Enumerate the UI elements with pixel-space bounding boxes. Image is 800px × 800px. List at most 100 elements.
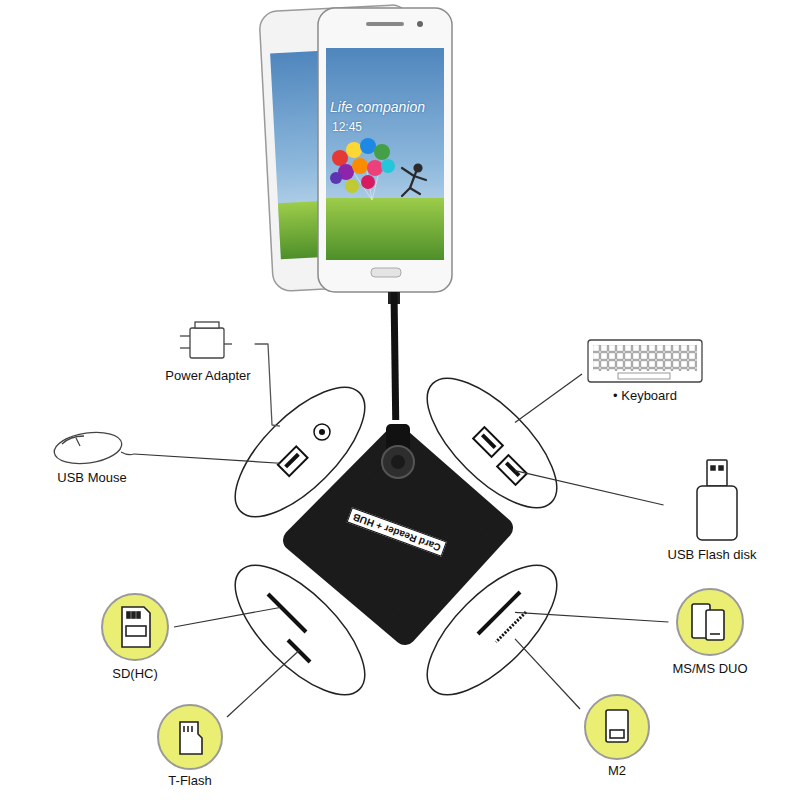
tflash-card-icon bbox=[180, 722, 202, 754]
phone: Life companion 12:45 bbox=[318, 8, 452, 292]
tflash-card-icon bbox=[180, 722, 202, 754]
m2-card-icon bbox=[606, 710, 628, 742]
hub-ports bbox=[278, 446, 308, 476]
tflash-card: T-Flash bbox=[153, 703, 227, 790]
screen-text: Life companion bbox=[330, 100, 425, 115]
sd-card-icon bbox=[127, 612, 130, 618]
device-label: USB Flash disk bbox=[668, 547, 757, 562]
hub-ports bbox=[270, 600, 304, 634]
m2-card-icon bbox=[610, 730, 624, 738]
device-label: • Keyboard bbox=[613, 388, 677, 403]
mouse-icon bbox=[52, 428, 134, 467]
screen-text: 12:45 bbox=[332, 120, 362, 135]
hub-ports bbox=[497, 455, 527, 485]
balloons bbox=[361, 175, 375, 189]
tflash-card-icon bbox=[187, 726, 189, 732]
card-circles bbox=[585, 695, 649, 759]
hub-ports bbox=[505, 462, 521, 478]
balloons bbox=[332, 150, 348, 166]
balloons bbox=[367, 160, 383, 176]
balloons bbox=[330, 172, 342, 184]
front-phone bbox=[326, 198, 444, 260]
flash-disk-icon bbox=[711, 466, 715, 470]
keyboard-icon bbox=[588, 340, 702, 382]
power-plug-icon bbox=[180, 322, 232, 358]
usb-flash-disk: USB Flash disk bbox=[664, 455, 761, 564]
mouse-icon bbox=[121, 452, 134, 455]
hub-body bbox=[294, 436, 502, 634]
card-circles bbox=[102, 589, 743, 769]
hub-ports bbox=[284, 453, 300, 469]
leader-line bbox=[515, 612, 668, 622]
leader-line bbox=[227, 650, 300, 717]
power-plug-icon bbox=[190, 328, 224, 358]
leader-line bbox=[134, 454, 280, 463]
cable-strain-relief bbox=[391, 455, 405, 469]
front-phone bbox=[371, 268, 401, 277]
jumping-person bbox=[410, 188, 420, 194]
flash-disk-icon bbox=[707, 460, 727, 486]
usb-mouse: USB Mouse bbox=[50, 428, 134, 487]
usb-cable bbox=[394, 292, 396, 420]
mouse-icon bbox=[62, 436, 84, 444]
keyboard-icon bbox=[588, 340, 702, 382]
front-phone bbox=[318, 8, 452, 292]
sd-card-icon bbox=[132, 612, 135, 618]
jumping-person bbox=[414, 176, 426, 180]
cable-strain-relief bbox=[382, 446, 414, 478]
flash-disk-icon bbox=[697, 460, 737, 540]
flash-disk-icon bbox=[719, 466, 723, 470]
front-phone bbox=[318, 8, 452, 292]
ms-card: MS/MS DUO bbox=[668, 587, 751, 678]
mouse-icon bbox=[76, 438, 80, 446]
jumping-person bbox=[415, 165, 422, 172]
hub-ports bbox=[480, 598, 518, 636]
keyboard: • Keyboard bbox=[582, 336, 708, 405]
hub-ports bbox=[268, 424, 527, 662]
card-circles bbox=[158, 705, 222, 769]
flash-disk-icon bbox=[697, 486, 737, 540]
m2-card-icon bbox=[606, 710, 628, 742]
leader-line bbox=[174, 607, 280, 627]
ms-card-icon bbox=[706, 610, 724, 640]
power-plug-icon bbox=[180, 347, 190, 348]
tflash-card-icon bbox=[191, 726, 193, 732]
balloons bbox=[330, 138, 395, 200]
card-reader-hub: Card Reader + HUB bbox=[280, 420, 515, 650]
leader-line bbox=[515, 374, 582, 422]
power-plug-icon bbox=[180, 335, 190, 336]
card-circles bbox=[102, 594, 168, 660]
hub-ports bbox=[473, 427, 503, 457]
card-circles bbox=[677, 589, 743, 655]
hub-ports bbox=[268, 594, 306, 632]
device-label: USB Mouse bbox=[57, 470, 126, 485]
balloons bbox=[360, 138, 376, 154]
sd-card-icon bbox=[122, 607, 150, 647]
balloons bbox=[352, 158, 368, 174]
power-plug-icon bbox=[195, 322, 219, 328]
card-label: MS/MS DUO bbox=[672, 661, 747, 676]
hub-ports bbox=[278, 446, 308, 476]
power-plug-icon bbox=[224, 343, 232, 344]
ms-card-icon bbox=[710, 633, 720, 635]
tflash-card-icon bbox=[183, 726, 185, 732]
card-label: SD(HC) bbox=[112, 666, 158, 681]
power-cord bbox=[255, 344, 280, 426]
jumping-person bbox=[402, 165, 426, 197]
sd-card: SD(HC) bbox=[96, 592, 174, 683]
balloons bbox=[374, 144, 390, 160]
balloons bbox=[345, 179, 359, 193]
card-label: T-Flash bbox=[168, 773, 211, 788]
keyboard-icon bbox=[593, 345, 697, 371]
leader-line bbox=[515, 639, 580, 709]
ms-card-icon bbox=[692, 604, 724, 640]
hub-label: Card Reader + HUB bbox=[347, 507, 447, 556]
hub-ports bbox=[473, 427, 503, 457]
card-label: M2 bbox=[608, 763, 626, 778]
hub-ports bbox=[478, 592, 520, 634]
power-adapter: Power Adapter bbox=[161, 320, 254, 385]
jumping-person bbox=[402, 168, 414, 176]
hub-ports bbox=[314, 424, 330, 440]
hub-ports bbox=[319, 429, 325, 435]
